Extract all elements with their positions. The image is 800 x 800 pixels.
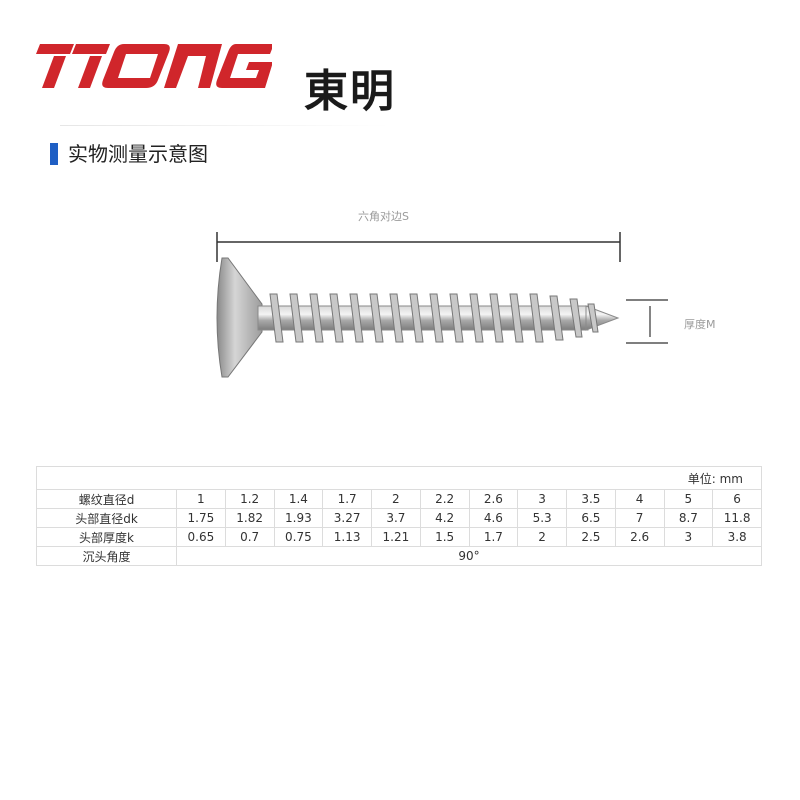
table-row: 沉头角度 90°	[36, 546, 762, 566]
spec-table: 单位: mm 螺纹直径d 1 1.2 1.4 1.7 2 2.2 2.6 3 3…	[36, 466, 762, 566]
table-cell: 4.2	[419, 508, 470, 528]
table-cell: 8.7	[663, 508, 714, 528]
table-cell: 1.13	[322, 527, 372, 547]
screw-illustration	[216, 232, 668, 378]
table-cell: 1.4	[273, 489, 324, 509]
table-cell: 0.7	[224, 527, 275, 547]
table-cell: 90°	[176, 546, 762, 566]
table-row: 头部厚度k 0.65 0.7 0.75 1.13 1.21 1.5 1.7 2 …	[36, 527, 762, 547]
table-cell: 1.2	[224, 489, 275, 509]
screw-diagram: 六角对边S 厚度M	[0, 190, 800, 410]
table-cell: 1.82	[224, 508, 275, 528]
row-label: 螺纹直径d	[36, 489, 177, 509]
table-cell: 5.3	[517, 508, 567, 528]
table-cell: 1.75	[176, 508, 226, 528]
row-label: 头部直径dk	[36, 508, 177, 528]
table-cell: 3	[663, 527, 714, 547]
section-title: 实物测量示意图	[68, 142, 208, 166]
screw-head	[216, 257, 263, 378]
table-cell: 1.5	[419, 527, 470, 547]
table-cell: 0.65	[176, 527, 226, 547]
table-row: 头部直径dk 1.75 1.82 1.93 3.27 3.7 4.2 4.6 5…	[36, 508, 762, 528]
thickness-label: 厚度M	[684, 318, 716, 331]
table-cell: 6.5	[566, 508, 616, 528]
table-cell: 2.6	[614, 527, 665, 547]
table-cell: 3.5	[566, 489, 616, 509]
table-cell: 3.8	[712, 527, 762, 547]
table-cell: 3.27	[322, 508, 372, 528]
table-cell: 2.2	[419, 489, 470, 509]
table-cell: 2	[517, 527, 567, 547]
table-row: 螺纹直径d 1 1.2 1.4 1.7 2 2.2 2.6 3 3.5 4 5 …	[36, 489, 762, 509]
table-cell: 2	[371, 489, 421, 509]
table-cell: 1	[176, 489, 226, 509]
unit-label: 单位: mm	[36, 466, 762, 490]
table-cell: 2.5	[566, 527, 616, 547]
table-cell: 0.75	[273, 527, 324, 547]
width-label: 六角对边S	[358, 210, 409, 223]
table-cell: 11.8	[712, 508, 762, 528]
width-dimension-line	[216, 232, 621, 262]
table-cell: 3.7	[371, 508, 421, 528]
table-cell: 2.6	[468, 489, 519, 509]
table-cell: 3	[517, 489, 567, 509]
section-accent-bar	[50, 143, 58, 165]
table-cell: 1.93	[273, 508, 324, 528]
row-label: 头部厚度k	[36, 527, 177, 547]
brand-name: 東明	[304, 66, 396, 117]
table-cell: 1.21	[371, 527, 421, 547]
table-cell: 1.7	[322, 489, 372, 509]
unit-row: 单位: mm	[36, 466, 762, 490]
table-cell: 4.6	[468, 508, 519, 528]
thickness-dimension-line	[626, 299, 668, 344]
table-cell: 7	[614, 508, 665, 528]
table-cell: 6	[712, 489, 762, 509]
table-cell: 1.7	[468, 527, 519, 547]
table-cell: 4	[614, 489, 665, 509]
brand-logo-icon	[36, 44, 272, 88]
table-cell: 5	[663, 489, 714, 509]
screw-threads	[269, 293, 599, 343]
row-label: 沉头角度	[36, 546, 177, 566]
section-divider	[60, 125, 390, 126]
